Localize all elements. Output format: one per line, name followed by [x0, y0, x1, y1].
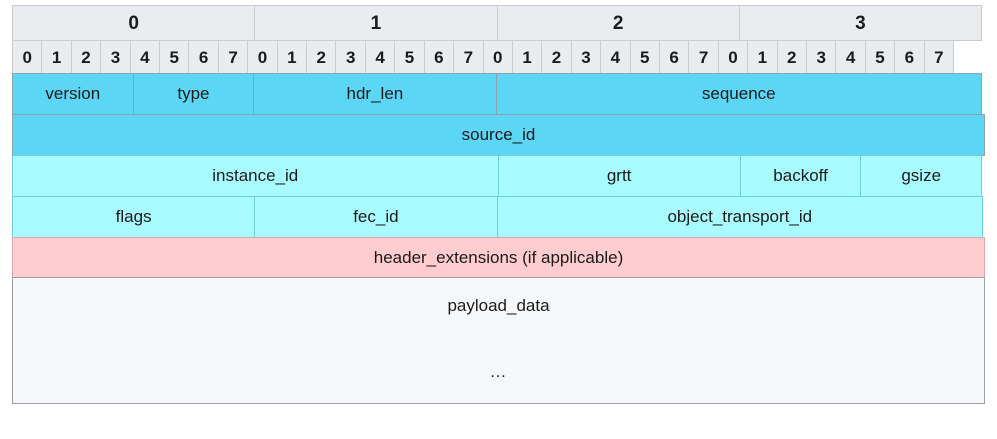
packet-field-gsize: gsize: [860, 155, 982, 197]
packet-field-backoff: backoff: [739, 155, 862, 197]
bit-index-cell-30: 6: [894, 40, 925, 74]
bit-index-cell-24: 0: [717, 40, 749, 74]
packet-field-hdr-len: hdr_len: [253, 73, 497, 115]
bit-index-cell-7: 7: [217, 40, 249, 74]
packet-field-type: type: [132, 73, 255, 115]
packet-field-row: source_id: [12, 114, 985, 156]
bit-index-cell-5: 5: [159, 40, 190, 74]
bit-index-cell-18: 2: [541, 40, 572, 74]
bit-index-cell-12: 4: [364, 40, 396, 74]
bit-index-cell-0: 0: [12, 40, 43, 74]
packet-field-sequence: sequence: [495, 73, 982, 115]
bit-index-cell-29: 5: [864, 40, 896, 74]
bit-index-cell-17: 1: [511, 40, 543, 74]
byte-index-cell-1: 1: [254, 5, 498, 41]
bit-index-cell-26: 2: [776, 40, 807, 74]
packet-field-version: version: [12, 73, 134, 115]
bit-index-cell-1: 1: [41, 40, 72, 74]
packet-field-source-id: source_id: [12, 114, 985, 156]
bit-index-cell-11: 3: [335, 40, 366, 74]
bit-index-cell-16: 0: [482, 40, 513, 74]
bit-index-cell-23: 7: [688, 40, 719, 74]
byte-index-cell-2: 2: [496, 5, 740, 41]
bit-index-cell-31: 7: [923, 40, 954, 74]
packet-field-flags: flags: [12, 196, 256, 238]
byte-index-header-row: 0 1 2 3: [12, 5, 985, 41]
packet-field-instance-id: instance_id: [12, 155, 499, 197]
payload-ellipsis-label: …: [489, 362, 508, 381]
bit-index-cell-15: 7: [453, 40, 484, 74]
bit-index-cell-9: 1: [276, 40, 308, 74]
bit-index-cell-21: 5: [629, 40, 660, 74]
payload-data-label: payload_data: [447, 296, 550, 315]
bit-index-cell-27: 3: [805, 40, 837, 74]
bit-index-cell-28: 4: [835, 40, 866, 74]
bit-index-cell-6: 6: [188, 40, 219, 74]
packet-field-row: header_extensions (if applicable): [12, 237, 985, 279]
bit-index-cell-2: 2: [70, 40, 102, 74]
bit-index-cell-8: 0: [247, 40, 278, 74]
packet-field-object-transport-id: object_transport_id: [496, 196, 983, 238]
bit-index-cell-3: 3: [100, 40, 131, 74]
byte-index-cell-3: 3: [738, 5, 982, 41]
bit-index-cell-19: 3: [570, 40, 602, 74]
payload-data-block: payload_data …: [12, 277, 985, 404]
packet-field-header-extensions: header_extensions (if applicable): [12, 237, 985, 279]
bit-index-cell-4: 4: [129, 40, 161, 74]
byte-index-cell-0: 0: [12, 5, 256, 41]
bit-index-cell-13: 5: [394, 40, 425, 74]
bit-index-cell-10: 2: [306, 40, 337, 74]
packet-field-grtt: grtt: [497, 155, 741, 197]
packet-field-fec-id: fec_id: [254, 196, 498, 238]
bit-index-cell-22: 6: [658, 40, 690, 74]
bit-index-cell-14: 6: [423, 40, 455, 74]
bit-index-cell-20: 4: [600, 40, 631, 74]
bit-index-cell-25: 1: [747, 40, 778, 74]
